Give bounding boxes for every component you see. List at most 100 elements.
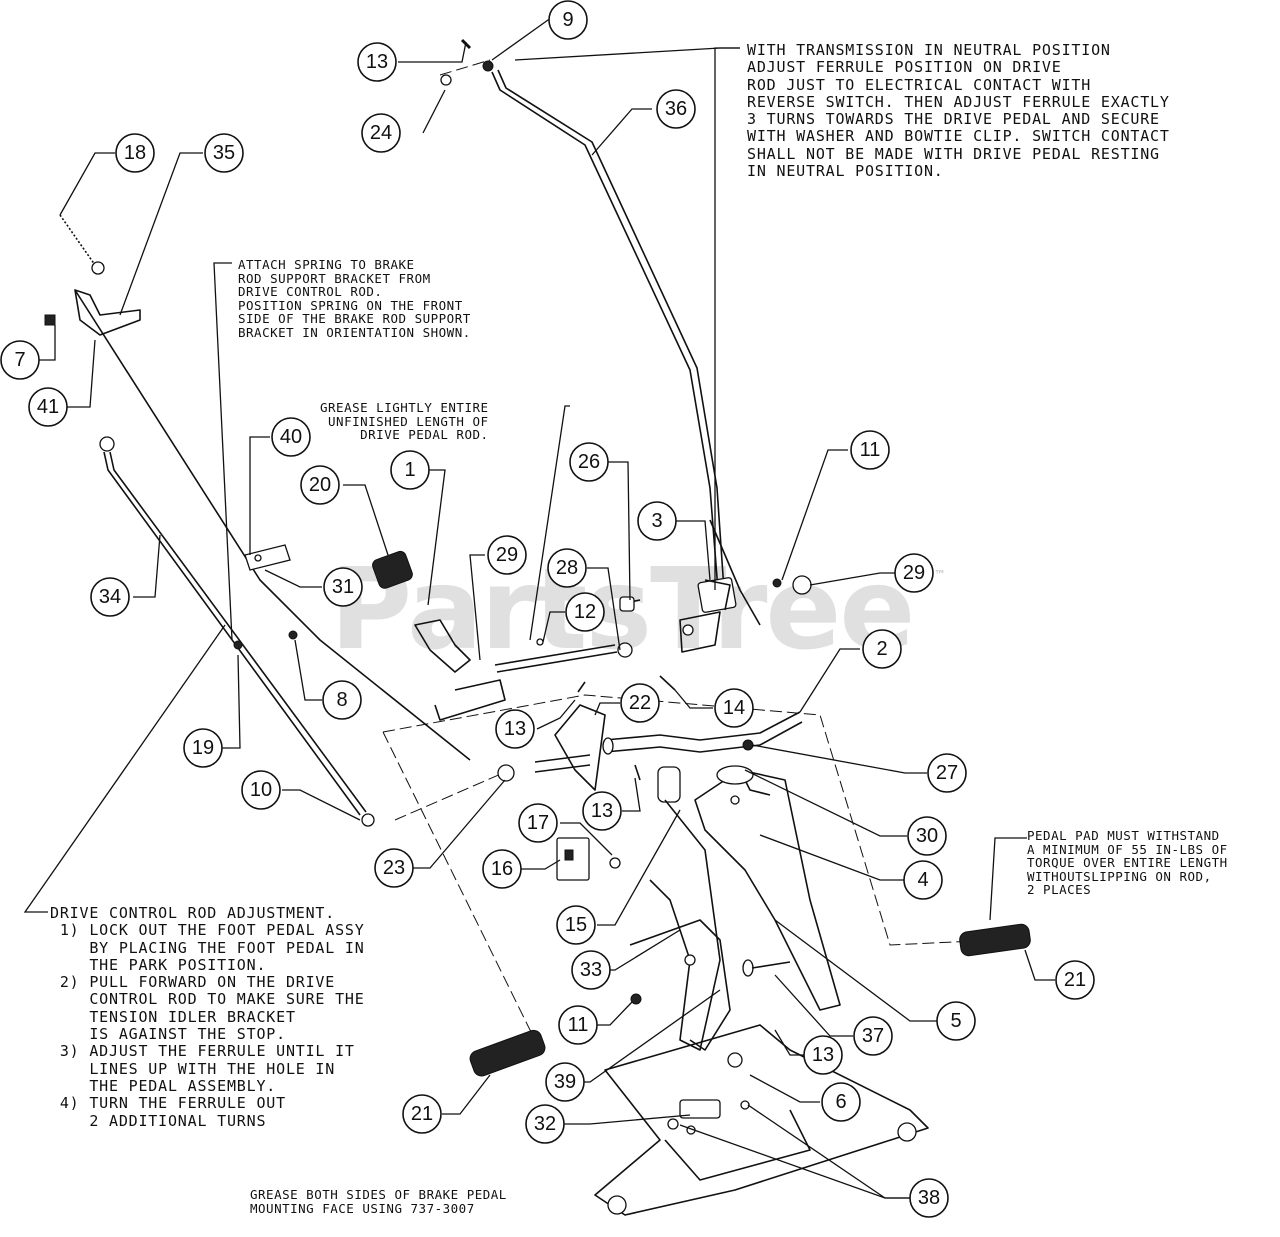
svg-text:13: 13	[812, 1044, 834, 1066]
callout-2: 2	[862, 629, 902, 669]
svg-text:36: 36	[665, 98, 687, 120]
leader-lines	[23, 19, 1055, 1199]
base-plate	[594, 1024, 929, 1216]
brake-pedal	[649, 766, 721, 1051]
callout-38: 38	[909, 1178, 949, 1218]
svg-text:13: 13	[504, 718, 526, 740]
callout-18: 18	[115, 133, 155, 173]
svg-text:29: 29	[903, 562, 925, 584]
svg-text:16: 16	[491, 858, 513, 880]
svg-text:21: 21	[1064, 969, 1086, 991]
callout-32: 32	[525, 1104, 565, 1144]
bracket-3	[679, 579, 731, 653]
callout-8: 8	[322, 680, 362, 720]
callout-30: 30	[907, 816, 947, 856]
callout-40: 40	[271, 417, 311, 457]
callout-10: 10	[241, 770, 281, 810]
svg-text:7: 7	[14, 349, 25, 371]
svg-text:9: 9	[562, 9, 573, 31]
note-attach-spring: ATTACH SPRING TO BRAKE ROD SUPPORT BRACK…	[238, 257, 471, 340]
pedal-pad-21-left	[469, 1029, 546, 1077]
callout-21-left: 21	[402, 1094, 442, 1134]
svg-text:21: 21	[411, 1103, 433, 1125]
callout-13-mid: 13	[495, 709, 535, 749]
svg-text:23: 23	[383, 857, 405, 879]
bracket-40	[244, 544, 291, 571]
svg-text:2: 2	[876, 638, 887, 660]
callout-15: 15	[556, 905, 596, 945]
svg-text:30: 30	[916, 825, 938, 847]
svg-text:26: 26	[578, 451, 600, 473]
callout-36: 36	[656, 89, 696, 129]
callout-7: 7	[0, 340, 40, 380]
note-grease-brake-pedal: GREASE BOTH SIDES OF BRAKE PEDAL MOUNTIN…	[250, 1187, 507, 1216]
callout-17: 17	[518, 803, 558, 843]
washer-29-right	[792, 575, 812, 595]
callout-1: 1	[390, 450, 430, 490]
svg-text:22: 22	[629, 692, 651, 714]
callout-22: 22	[620, 683, 660, 723]
svg-text:1: 1	[404, 459, 415, 481]
callout-19: 19	[183, 728, 223, 768]
watermark-trademark: ™	[934, 568, 946, 582]
callout-3: 3	[637, 501, 677, 541]
callout-37: 37	[853, 1016, 893, 1056]
svg-text:20: 20	[309, 474, 331, 496]
note-grease-drive-rod: GREASE LIGHTLY ENTIRE UNFINISHED LENGTH …	[320, 400, 489, 442]
svg-text:12: 12	[574, 601, 596, 623]
svg-text:11: 11	[860, 439, 881, 461]
svg-text:13: 13	[366, 51, 388, 73]
svg-text:4: 4	[917, 869, 928, 891]
callout-28: 28	[547, 548, 587, 588]
callout-11-lower: 11	[558, 1005, 598, 1045]
assembly-outlines	[382, 59, 996, 1041]
svg-text:13: 13	[591, 800, 613, 822]
svg-text:5: 5	[950, 1010, 961, 1032]
svg-text:19: 19	[192, 737, 214, 759]
svg-text:11: 11	[568, 1014, 589, 1036]
callout-13-lower: 13	[582, 791, 622, 831]
svg-text:10: 10	[250, 779, 272, 801]
callout-24: 24	[361, 113, 401, 153]
callout-5: 5	[936, 1001, 976, 1041]
svg-text:18: 18	[124, 142, 146, 164]
svg-text:29: 29	[496, 544, 518, 566]
svg-text:31: 31	[332, 576, 354, 598]
callout-39: 39	[545, 1062, 585, 1102]
bracket-22	[554, 704, 606, 791]
callout-4: 4	[903, 860, 943, 900]
svg-text:37: 37	[862, 1025, 884, 1047]
callouts: 9 13 24 36 18 35 7 41 40 20 1 29 26 3 11…	[0, 0, 1095, 1218]
callout-13-bottom: 13	[803, 1035, 843, 1075]
callout-33: 33	[571, 950, 611, 990]
callout-35: 35	[204, 133, 244, 173]
callout-16: 16	[482, 849, 522, 889]
callout-34: 34	[90, 577, 130, 617]
svg-text:38: 38	[918, 1187, 940, 1209]
clip-11-top	[772, 578, 782, 588]
svg-text:3: 3	[651, 510, 662, 532]
svg-text:35: 35	[213, 142, 235, 164]
callout-23: 23	[374, 848, 414, 888]
switch-16	[556, 837, 590, 881]
callout-29: 29	[487, 535, 527, 575]
note-drive-control-rod-adjustment: DRIVE CONTROL ROD ADJUSTMENT. 1) LOCK OU…	[50, 904, 365, 1130]
callout-13: 13	[357, 42, 397, 82]
drive-control-rod	[491, 69, 761, 626]
spring-bracket-assembly	[44, 214, 141, 336]
pedal-shaft	[534, 711, 803, 773]
callout-9: 9	[548, 0, 588, 40]
svg-text:41: 41	[37, 396, 59, 418]
svg-text:33: 33	[580, 959, 602, 981]
brake-rod	[74, 289, 471, 827]
svg-text:24: 24	[370, 122, 392, 144]
drive-pedal-rod	[494, 596, 641, 673]
svg-text:39: 39	[554, 1071, 576, 1093]
svg-text:27: 27	[936, 762, 958, 784]
callout-14: 14	[714, 688, 754, 728]
callout-6: 6	[821, 1082, 861, 1122]
svg-text:28: 28	[556, 557, 578, 579]
pedal-bracket	[694, 765, 841, 1011]
